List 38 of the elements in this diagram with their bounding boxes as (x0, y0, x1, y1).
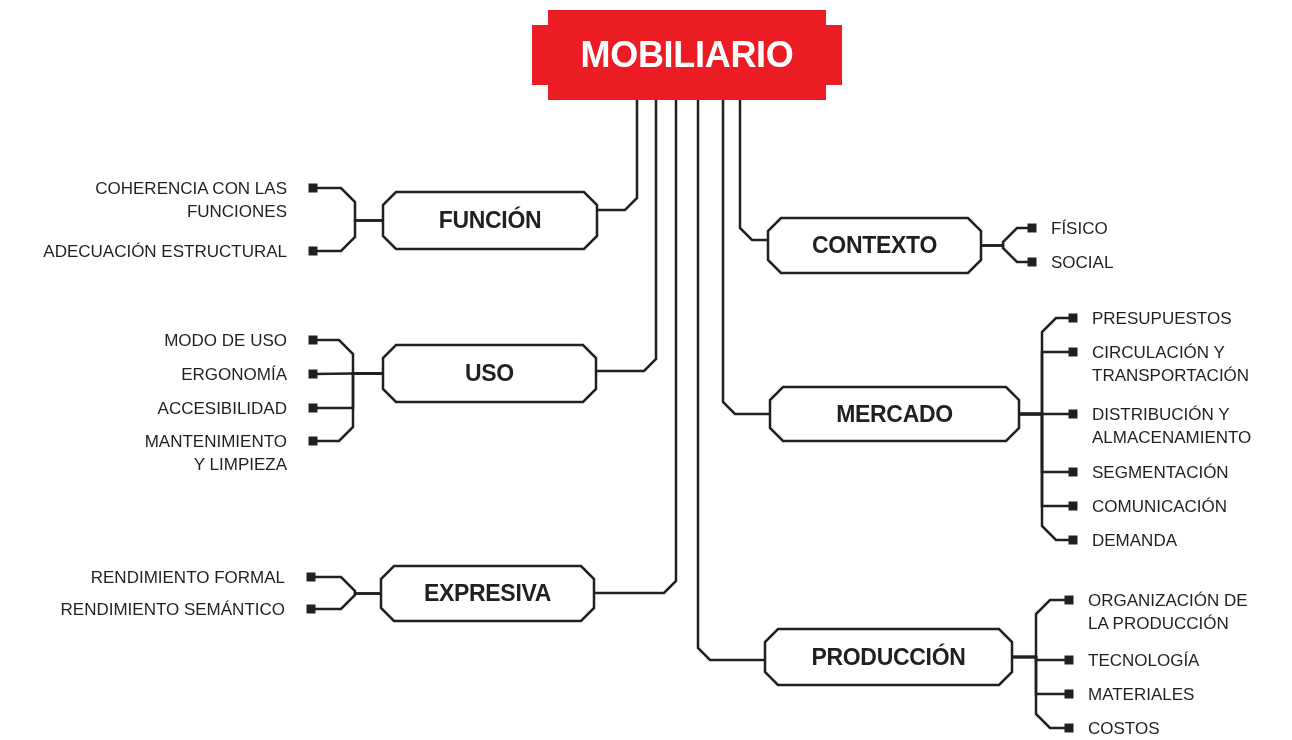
item-label: ACCESIBILIDAD (157, 396, 313, 420)
item-label: MODO DE USO (164, 328, 313, 352)
item-label: DEMANDA (1073, 528, 1177, 552)
connector-line (738, 100, 767, 242)
item-label: ADECUACIÓN ESTRUCTURAL (43, 239, 313, 263)
item-label: COMUNICACIÓN (1073, 494, 1228, 518)
bullet-connector (982, 244, 1037, 267)
item-label: PRESUPUESTOS (1073, 306, 1232, 330)
item-label: SEGMENTACIÓN (1073, 460, 1229, 484)
category-box: EXPRESIVA (380, 565, 595, 622)
category-box: USO (382, 344, 597, 403)
bullet-connector (306, 592, 380, 614)
connector-line (595, 100, 678, 595)
item-label: MATERIALES (1069, 682, 1195, 706)
bullet-connector (1013, 655, 1074, 733)
bullet-connector (1020, 412, 1078, 545)
item-label: ORGANIZACIÓN DE LA PRODUCCIÓN (1069, 588, 1264, 635)
connector-line (696, 100, 764, 662)
item-label: RENDIMIENTO SEMÁNTICO (60, 597, 311, 621)
connector-line (597, 100, 658, 373)
item-label: ERGONOMÍA (181, 362, 313, 386)
category-box: FUNCIÓN (382, 191, 598, 250)
bullet-connector (308, 219, 382, 256)
item-label: TECNOLOGÍA (1069, 648, 1200, 672)
item-label: RENDIMIENTO FORMAL (90, 565, 311, 589)
item-label: SOCIAL (1032, 250, 1114, 274)
connector-line (721, 100, 769, 416)
category-box: CONTEXTO (767, 217, 982, 274)
category-box: PRODUCCIÓN (764, 628, 1013, 686)
item-label: CIRCULACIÓN Y TRANSPORTACIÓN (1073, 340, 1267, 387)
item-label: MANTENIMIENTO Y LIMPIEZA (137, 429, 313, 476)
category-box: MERCADO (769, 386, 1020, 442)
item-label: DISTRIBUCIÓN Y ALMACENAMIENTO (1073, 402, 1270, 449)
item-label: COHERENCIA CON LAS FUNCIONES (72, 176, 313, 223)
title-banner: MOBILIARIO (532, 10, 842, 100)
connector-line (598, 100, 639, 212)
item-label: FÍSICO (1032, 216, 1108, 240)
item-label: COSTOS (1069, 716, 1160, 740)
